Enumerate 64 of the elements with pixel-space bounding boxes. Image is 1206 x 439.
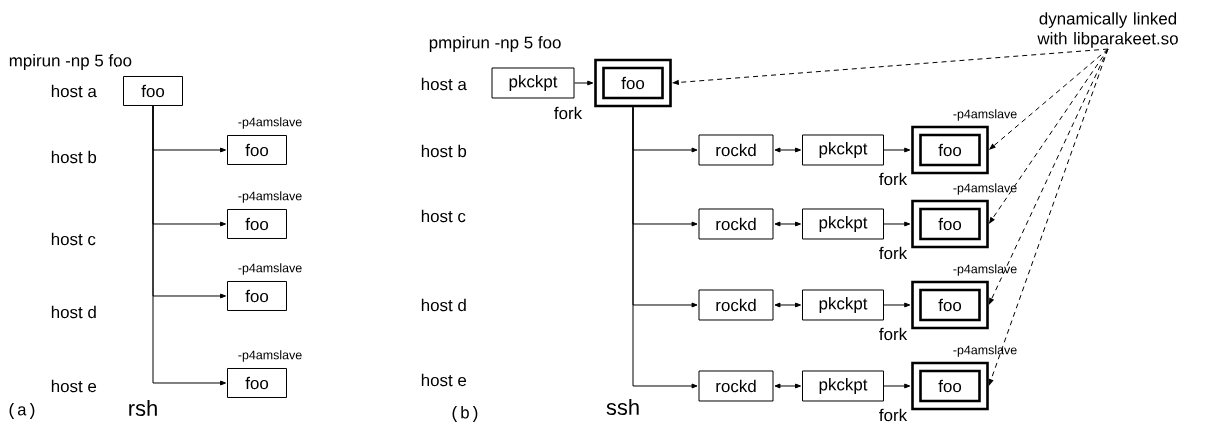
arrow <box>152 105 226 386</box>
option-label: -p4amslave <box>953 264 1017 276</box>
arrow <box>883 221 911 227</box>
process-box: pkckpt <box>802 370 884 402</box>
option-label: -p4amslave <box>238 191 302 203</box>
text-label: rsh <box>129 399 157 417</box>
text-label: (a) <box>9 403 35 419</box>
text-label: host a <box>421 77 467 91</box>
arrow <box>632 106 698 389</box>
option-label: -p4amslave <box>238 117 302 129</box>
dashed-arrow <box>988 48 1109 386</box>
process-box: pkckpt <box>802 134 884 166</box>
double-box: foo <box>911 361 989 411</box>
text-label: mpirun -np 5 foo <box>9 54 132 70</box>
process-box: pkckpt <box>802 208 884 240</box>
fork-label: fork <box>879 408 908 422</box>
dashed-arrow <box>989 48 1109 150</box>
option-label: -p4amslave <box>238 350 302 362</box>
double-box: foo <box>911 125 989 175</box>
arrow <box>883 383 911 389</box>
text-label: host e <box>51 379 97 393</box>
dashed-arrow <box>989 48 1109 224</box>
process-box: rockd <box>698 370 774 402</box>
option-label: -p4amslave <box>953 345 1017 357</box>
text-label: ssh <box>606 398 639 416</box>
option-label: -p4amslave <box>953 183 1017 195</box>
text-label: host d <box>51 305 96 319</box>
process-box: foo <box>227 135 287 165</box>
process-box: foo <box>227 209 287 239</box>
process-box: rockd <box>698 208 774 240</box>
text-label: host c <box>421 209 466 223</box>
process-box: pkckpt <box>491 67 575 99</box>
double-box: foo <box>911 199 989 249</box>
text-label: host c <box>51 232 96 246</box>
fork-label: fork <box>879 327 908 341</box>
double-box: foo <box>911 280 989 330</box>
note-text: dynamically linked with libparakeet.so <box>1037 12 1178 48</box>
text-label: pmpirun -np 5 foo <box>429 36 561 52</box>
double-arrow <box>774 383 801 389</box>
process-box: foo <box>227 281 287 311</box>
double-arrow <box>774 147 801 153</box>
fork-label: fork <box>554 106 583 120</box>
process-box: rockd <box>698 134 774 166</box>
text-label: (b) <box>452 406 478 422</box>
fork-label: fork <box>879 246 908 260</box>
fork-label: fork <box>879 172 908 186</box>
text-label: host b <box>421 144 467 158</box>
text-label: host a <box>51 84 97 98</box>
dashed-arrow <box>672 48 1109 85</box>
text-label: host d <box>421 298 466 312</box>
option-label: -p4amslave <box>238 263 302 275</box>
text-label: host b <box>51 150 97 164</box>
process-box: pkckpt <box>802 289 884 321</box>
process-box: rockd <box>698 289 774 321</box>
arrow <box>883 147 911 153</box>
arrow <box>883 302 911 308</box>
text-label: host e <box>421 373 467 387</box>
process-box: foo <box>123 76 183 106</box>
option-label: -p4amslave <box>953 109 1017 121</box>
double-arrow <box>774 302 801 308</box>
process-box: foo <box>227 368 287 398</box>
double-box: foo <box>594 58 672 108</box>
arrow <box>574 80 594 86</box>
double-arrow <box>774 221 801 227</box>
